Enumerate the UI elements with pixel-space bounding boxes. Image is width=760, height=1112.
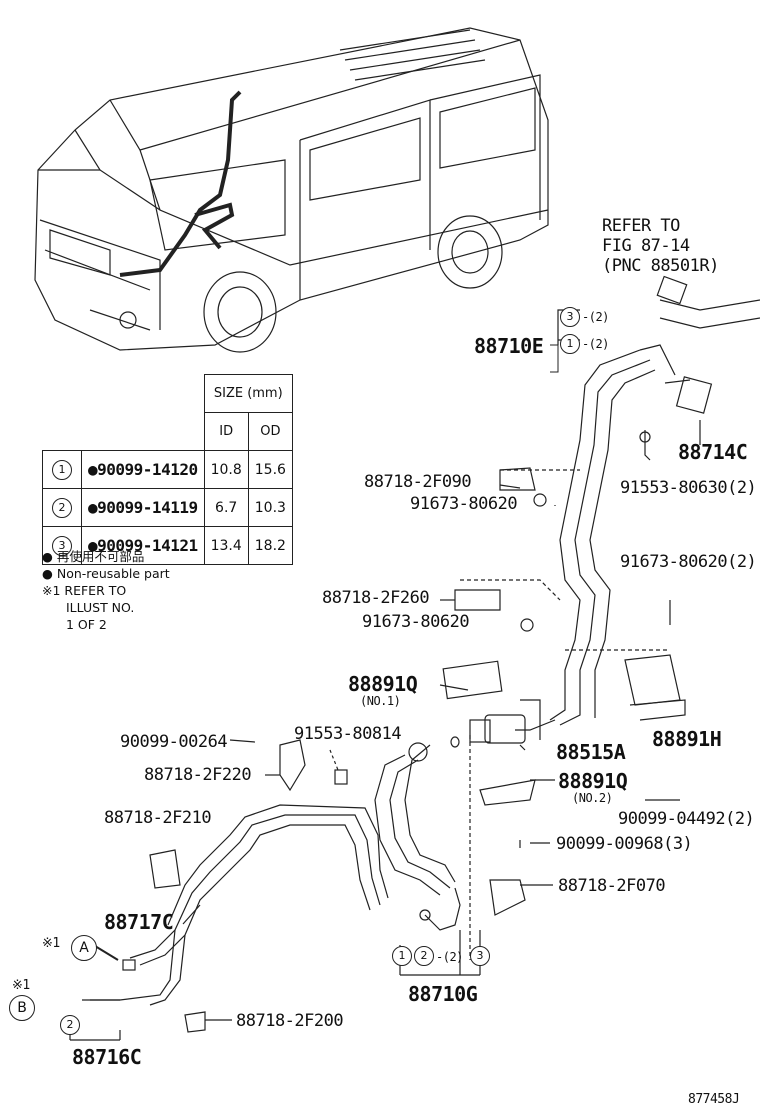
pipe-88710G xyxy=(374,744,461,931)
callout-3[interactable]: 3 xyxy=(470,946,490,966)
legend-notes: ● 再使用不可部品 ● Non-reusable part ※1 REFER T… xyxy=(42,548,170,633)
part-90099-00968[interactable]: 90099-00968(3) xyxy=(556,834,693,854)
id-value: 10.8 xyxy=(203,450,249,489)
refer-line-2: FIG 87-14 xyxy=(602,236,690,256)
note-ref-1: ※1 REFER TO xyxy=(42,583,127,598)
table-row: 1 ●90099-14120 10.8 15.6 xyxy=(42,450,293,489)
part-88710E[interactable]: 88710E xyxy=(474,334,544,358)
part-88891Q-no1-note: (NO.1) xyxy=(360,694,401,708)
part-88710G[interactable]: 88710G xyxy=(408,982,478,1006)
part-88714C[interactable]: 88714C xyxy=(678,440,748,464)
note-en: ● Non-reusable part xyxy=(42,566,170,581)
part-88891Q-no2[interactable]: 88891Q xyxy=(558,769,628,793)
col-od: OD xyxy=(247,412,293,451)
part-91553-80814[interactable]: 91553-80814 xyxy=(294,724,402,744)
part-number[interactable]: ●90099-14121 xyxy=(81,526,205,565)
row-number: 3 xyxy=(52,535,72,556)
size-table: SIZE (mm) ID OD 1 ●90099-14120 10.8 15.6… xyxy=(42,374,293,565)
qty-label: -(2) xyxy=(582,337,609,351)
callout-2[interactable]: 2 xyxy=(414,946,434,966)
part-88515A[interactable]: 88515A xyxy=(556,740,626,764)
od-value: 18.2 xyxy=(247,526,293,565)
callout-1[interactable]: 1 xyxy=(560,334,580,354)
id-value: 6.7 xyxy=(203,488,249,527)
part-88718-2F070[interactable]: 88718-2F070 xyxy=(558,876,666,896)
refer-line-3: (PNC 88501R) xyxy=(602,256,719,276)
part-91673-80620[interactable]: 91673-80620 xyxy=(410,494,518,514)
pipe-88710E xyxy=(515,349,656,731)
part-88718-2F210[interactable]: 88718-2F210 xyxy=(104,808,212,828)
refer-line-1: REFER TO xyxy=(602,216,680,236)
row-number: 1 xyxy=(52,459,72,480)
part-88718-2F200[interactable]: 88718-2F200 xyxy=(236,1011,344,1031)
part-88891Q-no1[interactable]: 88891Q xyxy=(348,672,418,696)
figure-number: 877458J xyxy=(688,1092,740,1107)
part-88716C[interactable]: 88716C xyxy=(72,1045,142,1069)
qty-label: -(2) xyxy=(582,310,609,324)
table-row: 3 ●90099-14121 13.4 18.2 xyxy=(42,526,293,565)
part-88891Q-no2-note: (NO.2) xyxy=(572,791,613,805)
callout-3[interactable]: 3 xyxy=(560,307,580,327)
qty-label: -(2) xyxy=(436,950,463,964)
part-90099-00264[interactable]: 90099-00264 xyxy=(120,732,228,752)
ref-b[interactable]: B xyxy=(9,995,35,1021)
ref-mark-b: ※1 xyxy=(12,978,30,993)
88714C-block xyxy=(675,376,713,414)
ref-mark-a: ※1 xyxy=(42,936,60,951)
ref-a[interactable]: A xyxy=(71,935,97,961)
part-88891H[interactable]: 88891H xyxy=(652,727,722,751)
callout-1[interactable]: 1 xyxy=(392,946,412,966)
col-id: ID xyxy=(203,412,249,451)
part-number[interactable]: ●90099-14120 xyxy=(81,450,205,489)
refer-pipe xyxy=(659,299,760,329)
88891H-block xyxy=(624,654,681,706)
van-illustration xyxy=(34,27,549,353)
part-91553-80630[interactable]: 91553-80630(2) xyxy=(620,478,757,498)
od-value: 10.3 xyxy=(247,488,293,527)
note-ref-3: 1 OF 2 xyxy=(66,617,107,632)
note-jp: ● 再使用不可部品 xyxy=(42,549,145,564)
part-88718-2F220[interactable]: 88718-2F220 xyxy=(144,765,252,785)
table-row: 2 ●90099-14119 6.7 10.3 xyxy=(42,488,293,527)
part-91673-80620[interactable]: 91673-80620 xyxy=(362,612,470,632)
row-number: 2 xyxy=(52,497,72,518)
part-88717C[interactable]: 88717C xyxy=(104,910,174,934)
callout-2[interactable]: 2 xyxy=(60,1015,80,1035)
part-90099-04492[interactable]: 90099-04492(2) xyxy=(618,809,755,829)
size-header: SIZE (mm) xyxy=(203,374,293,413)
pipe-88717C xyxy=(90,804,389,1006)
part-88718-2F260[interactable]: 88718-2F260 xyxy=(322,588,430,608)
part-91673-80620-2[interactable]: 91673-80620(2) xyxy=(620,552,757,572)
part-88718-2F090[interactable]: 88718-2F090 xyxy=(364,472,472,492)
note-ref-2: ILLUST NO. xyxy=(66,600,135,615)
od-value: 15.6 xyxy=(247,450,293,489)
part-number[interactable]: ●90099-14119 xyxy=(81,488,205,527)
id-value: 13.4 xyxy=(203,526,249,565)
